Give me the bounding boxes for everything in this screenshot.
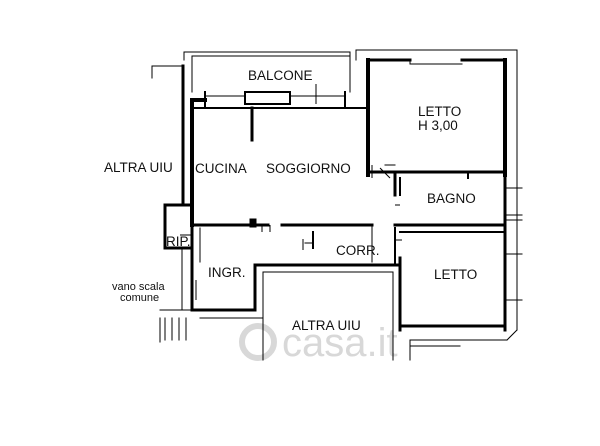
label-height: H 3,00 bbox=[418, 118, 458, 133]
label-ingr: INGR. bbox=[208, 265, 246, 280]
label-balcone: BALCONE bbox=[248, 68, 313, 83]
label-comune: comune bbox=[120, 292, 159, 304]
watermark-text: casa.it bbox=[282, 321, 398, 365]
walls bbox=[151, 49, 523, 361]
label-cucina: CUCINA bbox=[195, 161, 247, 176]
label-bagno: BAGNO bbox=[427, 191, 476, 206]
label-soggiorno: SOGGIORNO bbox=[266, 161, 351, 176]
door-marks bbox=[180, 84, 402, 300]
label-letto-bottom: LETTO bbox=[434, 267, 477, 282]
watermark: casa.it bbox=[239, 321, 398, 365]
label-rip: RIP. bbox=[166, 234, 191, 249]
label-letto-top: LETTO bbox=[418, 104, 461, 119]
label-corr: CORR. bbox=[336, 243, 380, 258]
label-altra-uiu-left: ALTRA UIU bbox=[104, 160, 173, 175]
label-vano-scala: vano scala bbox=[112, 281, 165, 293]
label-altra-uiu-bottom: ALTRA UIU bbox=[292, 318, 361, 333]
